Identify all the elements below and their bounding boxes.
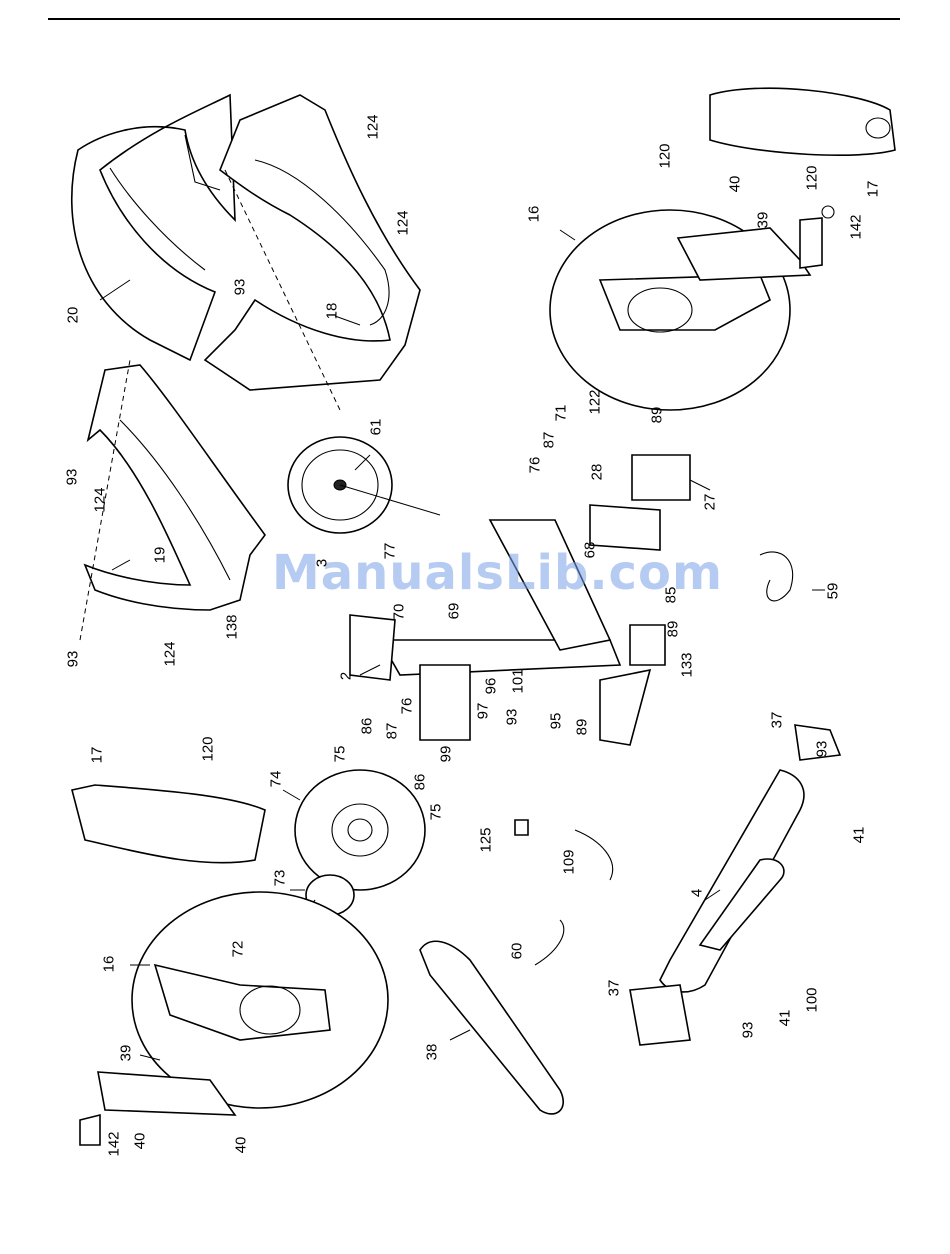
callout-16: 16 <box>102 956 117 973</box>
callout-40: 40 <box>728 176 743 193</box>
callout-97: 97 <box>476 703 491 720</box>
callout-89: 89 <box>650 407 665 424</box>
callout-85: 85 <box>664 587 679 604</box>
callout-3: 3 <box>315 559 330 567</box>
callout-93: 93 <box>65 469 80 486</box>
callout-76: 76 <box>400 698 415 715</box>
callout-37: 37 <box>607 980 622 997</box>
callout-86: 86 <box>360 718 375 735</box>
callout-59: 59 <box>826 583 841 600</box>
part-74-pulley <box>295 770 425 890</box>
callout-124: 124 <box>366 114 381 139</box>
callout-89: 89 <box>575 719 590 736</box>
callout-71: 71 <box>554 405 569 422</box>
callout-87: 87 <box>385 723 400 740</box>
callout-109: 109 <box>562 849 577 874</box>
callout-19: 19 <box>153 547 168 564</box>
callout-75: 75 <box>429 804 444 821</box>
callout-39: 39 <box>756 212 771 229</box>
callout-68: 68 <box>583 542 598 559</box>
callout-38: 38 <box>425 1044 440 1061</box>
callout-93: 93 <box>505 709 520 726</box>
callout-122: 122 <box>588 389 603 414</box>
callout-20: 20 <box>66 307 81 324</box>
wire-harnesses <box>515 820 613 965</box>
callout-16: 16 <box>527 206 542 223</box>
callout-41: 41 <box>852 827 867 844</box>
callout-69: 69 <box>447 603 462 620</box>
callout-86: 86 <box>413 774 428 791</box>
watermark-text: ManualsLib.com <box>272 545 723 601</box>
callout-89: 89 <box>666 621 681 638</box>
callout-17: 17 <box>90 747 105 764</box>
callout-133: 133 <box>680 652 695 677</box>
callout-93: 93 <box>233 279 248 296</box>
callout-87: 87 <box>542 432 557 449</box>
callout-120: 120 <box>658 143 673 168</box>
callout-27: 27 <box>703 494 718 511</box>
callout-124: 124 <box>396 210 411 235</box>
callout-125: 125 <box>479 827 494 852</box>
callout-99: 99 <box>439 746 454 763</box>
callout-95: 95 <box>549 713 564 730</box>
callout-120: 120 <box>805 165 820 190</box>
callout-96: 96 <box>484 678 499 695</box>
callout-124: 124 <box>163 641 178 666</box>
callout-40: 40 <box>133 1133 148 1150</box>
callout-40: 40 <box>234 1137 249 1154</box>
callout-17: 17 <box>866 181 881 198</box>
callout-72: 72 <box>231 941 246 958</box>
callout-93: 93 <box>741 1022 756 1039</box>
callout-61: 61 <box>369 419 384 436</box>
callout-120: 120 <box>201 736 216 761</box>
callout-138: 138 <box>225 614 240 639</box>
callout-37: 37 <box>770 712 785 729</box>
callout-73: 73 <box>273 870 288 887</box>
part-16-left-cover <box>132 892 388 1108</box>
part-61-flywheel <box>288 437 440 533</box>
callout-142: 142 <box>849 214 864 239</box>
callout-142: 142 <box>107 1131 122 1156</box>
callout-39: 39 <box>119 1045 134 1062</box>
callout-74: 74 <box>269 771 284 788</box>
callout-28: 28 <box>590 464 605 481</box>
callout-93: 93 <box>66 651 81 668</box>
callout-124: 124 <box>93 487 108 512</box>
callout-101: 101 <box>511 668 526 693</box>
callout-60: 60 <box>510 943 525 960</box>
callout-100: 100 <box>805 987 820 1012</box>
part-39-17-crank-arm-right <box>678 88 895 280</box>
callout-77: 77 <box>383 543 398 560</box>
callout-70: 70 <box>392 604 407 621</box>
callout-4: 4 <box>690 889 705 897</box>
part-18-side-shield <box>205 95 420 410</box>
callout-2: 2 <box>339 672 354 680</box>
callout-18: 18 <box>325 303 340 320</box>
part-38-belt <box>420 941 563 1114</box>
part-20-shroud <box>72 95 235 360</box>
callout-75: 75 <box>333 746 348 763</box>
callout-93: 93 <box>815 741 830 758</box>
callout-41: 41 <box>778 1010 793 1027</box>
callout-76: 76 <box>528 457 543 474</box>
